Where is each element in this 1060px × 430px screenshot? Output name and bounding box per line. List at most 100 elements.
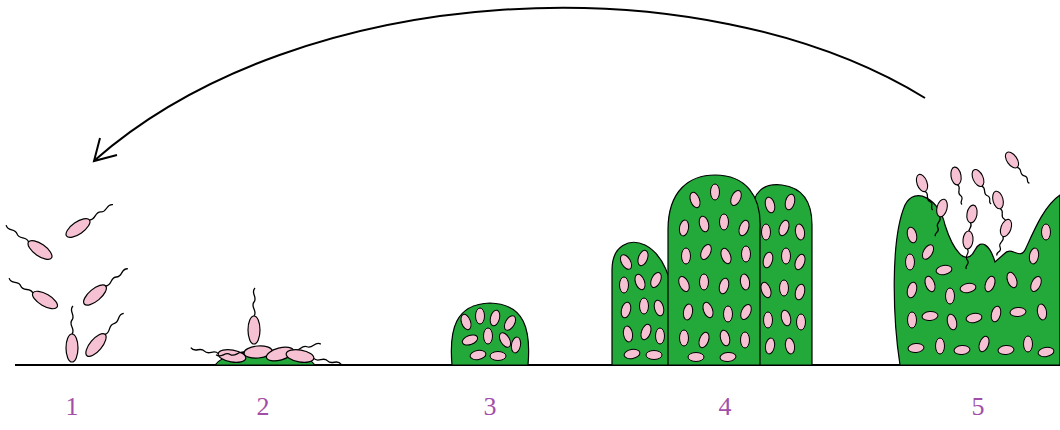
cell bbox=[906, 281, 919, 299]
bacterium bbox=[6, 274, 60, 312]
dispersal-stage bbox=[894, 150, 1060, 365]
cell bbox=[502, 314, 518, 332]
matrix-mound bbox=[451, 303, 528, 365]
cell bbox=[510, 336, 522, 353]
cell bbox=[998, 345, 1015, 355]
bacterium bbox=[80, 263, 131, 308]
bacterium bbox=[970, 168, 995, 207]
cell bbox=[794, 283, 807, 301]
cell bbox=[677, 275, 692, 293]
biofilm-lobe bbox=[668, 175, 760, 365]
cell bbox=[620, 301, 633, 319]
cell bbox=[764, 196, 777, 214]
cell bbox=[923, 275, 937, 293]
cell bbox=[729, 189, 744, 207]
cell bbox=[719, 329, 732, 347]
cell bbox=[764, 337, 776, 354]
cell bbox=[908, 343, 925, 353]
attachment-stage bbox=[190, 288, 343, 369]
cell bbox=[618, 253, 634, 271]
callout-number: 4 bbox=[719, 392, 732, 422]
biofilm-lobe bbox=[752, 185, 812, 365]
cell bbox=[1005, 271, 1019, 289]
cell bbox=[920, 243, 936, 261]
bacterium bbox=[285, 348, 342, 370]
cell bbox=[959, 282, 976, 294]
cell bbox=[797, 314, 806, 330]
cell bbox=[633, 273, 647, 291]
dispersing-biofilm bbox=[894, 195, 1060, 365]
cell bbox=[469, 349, 486, 361]
cell bbox=[724, 306, 733, 322]
cell bbox=[1036, 303, 1048, 320]
callout-number: 5 bbox=[972, 392, 985, 422]
cell bbox=[1028, 247, 1040, 264]
cell bbox=[906, 254, 915, 270]
cell bbox=[700, 274, 709, 290]
cell bbox=[762, 251, 775, 269]
cell bbox=[737, 219, 751, 237]
planktonic-bacteria bbox=[2, 199, 131, 362]
cell bbox=[640, 298, 649, 314]
bacterium bbox=[63, 199, 116, 241]
cell bbox=[682, 248, 691, 264]
cell bbox=[954, 345, 971, 355]
cell bbox=[922, 311, 939, 321]
callout-number: 1 bbox=[66, 392, 79, 422]
cell bbox=[678, 219, 690, 236]
cell bbox=[680, 330, 689, 346]
cell bbox=[639, 323, 653, 341]
cell bbox=[489, 309, 502, 327]
microcolony bbox=[451, 303, 528, 365]
cell bbox=[653, 299, 666, 317]
cell bbox=[623, 348, 640, 360]
bacterium bbox=[216, 345, 273, 362]
cell bbox=[1029, 275, 1044, 293]
bacterium bbox=[2, 221, 55, 263]
bacterium bbox=[82, 309, 127, 360]
cell bbox=[784, 193, 797, 211]
cell bbox=[718, 277, 731, 295]
cell bbox=[777, 219, 791, 237]
cell bbox=[711, 184, 720, 200]
cell bbox=[490, 352, 506, 361]
cell bbox=[699, 243, 714, 261]
bacterium bbox=[960, 231, 973, 270]
callout-number: 3 bbox=[484, 392, 497, 422]
cell bbox=[497, 331, 513, 349]
cell bbox=[935, 264, 952, 276]
cell bbox=[780, 280, 789, 296]
bacterium bbox=[66, 306, 78, 362]
cell bbox=[656, 328, 665, 344]
cell bbox=[484, 328, 493, 344]
cell bbox=[762, 224, 771, 240]
cell bbox=[697, 331, 711, 349]
cell bbox=[636, 249, 650, 267]
cell bbox=[1024, 336, 1033, 352]
cell bbox=[698, 215, 711, 233]
bacterium bbox=[1003, 150, 1033, 187]
cell bbox=[720, 214, 729, 230]
bacterium bbox=[950, 166, 966, 205]
cell bbox=[459, 313, 473, 331]
callout-number: 2 bbox=[257, 392, 270, 422]
cell bbox=[793, 253, 807, 271]
bacterium bbox=[914, 173, 936, 212]
cell bbox=[983, 275, 997, 293]
cell bbox=[739, 273, 751, 290]
cell bbox=[719, 247, 733, 265]
cell bbox=[682, 303, 694, 320]
cell bbox=[936, 338, 945, 354]
cell bbox=[1010, 307, 1027, 317]
cell bbox=[946, 288, 955, 304]
mature-biofilm bbox=[612, 175, 812, 365]
cell bbox=[622, 325, 634, 342]
bacterium bbox=[991, 218, 1013, 257]
cell bbox=[741, 332, 750, 348]
cell bbox=[1042, 224, 1051, 240]
arrow-head bbox=[94, 138, 117, 161]
cell bbox=[977, 335, 991, 353]
cell bbox=[649, 271, 664, 289]
